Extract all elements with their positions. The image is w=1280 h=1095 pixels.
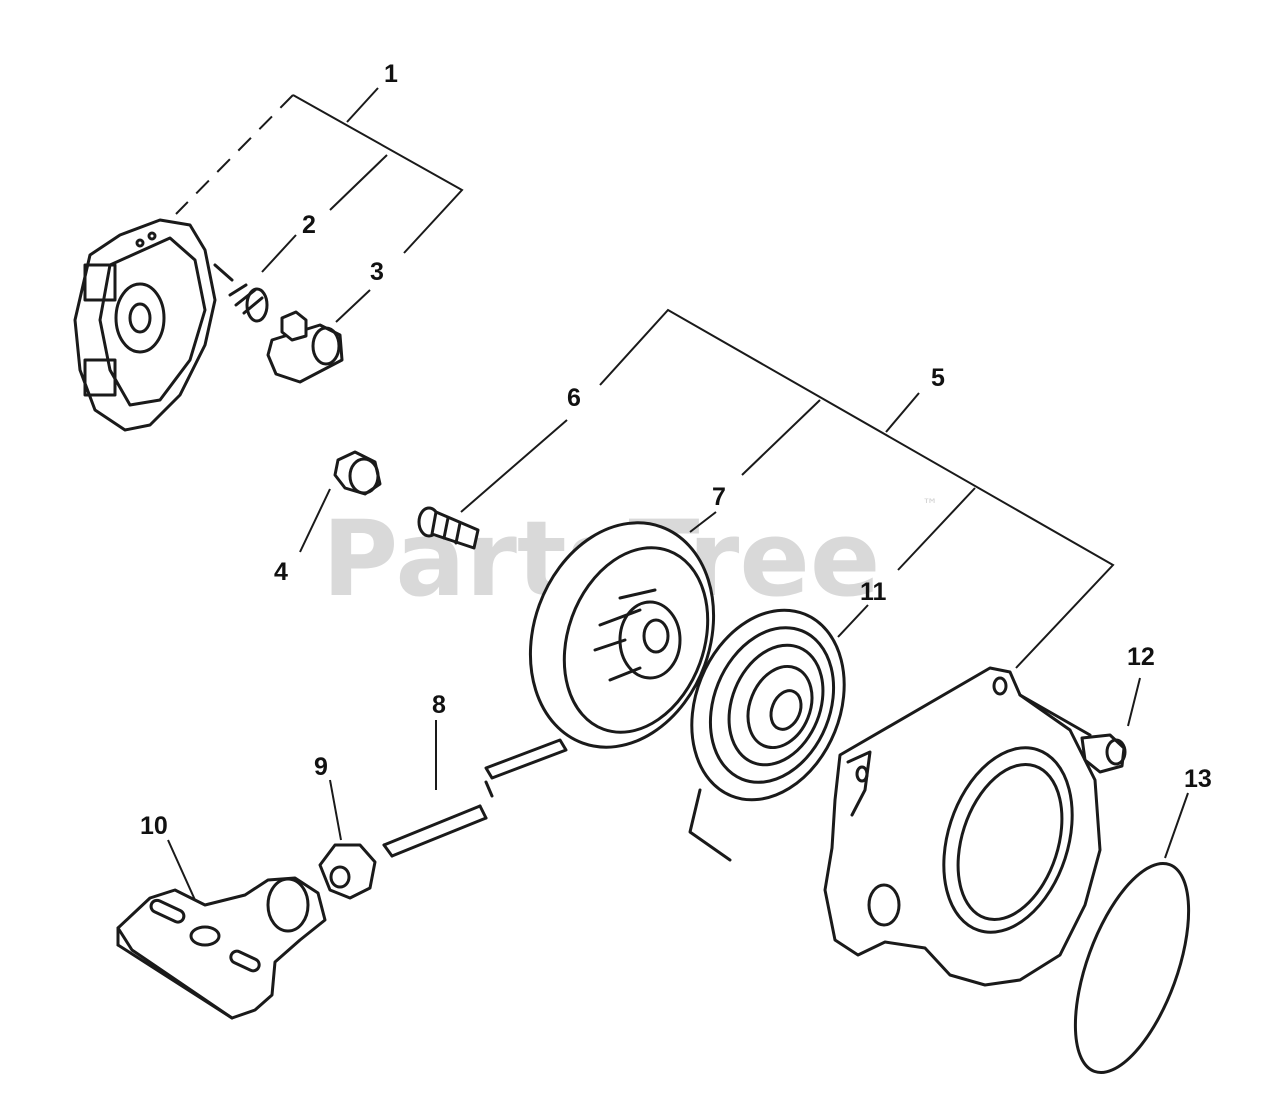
part-grommet: [318, 843, 377, 900]
watermark-trademark: ™: [922, 495, 938, 514]
callout-7: 7: [712, 483, 726, 511]
part-starter-rope: [382, 738, 568, 858]
callout-5: 5: [931, 364, 945, 392]
part-recoil-spring: [688, 608, 846, 862]
part-gasket: [1073, 861, 1191, 1075]
callout-4: 4: [274, 558, 288, 586]
callout-10: 10: [140, 812, 168, 840]
part-starter-handle: [116, 876, 327, 1020]
callout-12: 12: [1127, 643, 1155, 671]
part-pulley-housing: [73, 218, 217, 432]
callout-13: 13: [1184, 765, 1212, 793]
part-rope-reel: [528, 521, 716, 749]
callout-9: 9: [314, 753, 328, 781]
part-starter-case: [823, 666, 1102, 987]
callout-2: 2: [302, 211, 316, 239]
callout-3: 3: [370, 258, 384, 286]
callout-labels: 1 2 3 4 5 6 7 8 9 10 11 12 13: [140, 60, 1212, 840]
leader-group-1: [175, 87, 464, 323]
part-pawl: [266, 310, 344, 384]
leader-group-5: [167, 308, 1189, 901]
part-bushing: [333, 450, 382, 496]
part-spring: [213, 263, 269, 323]
part-bolt: [1080, 733, 1127, 774]
callout-8: 8: [432, 691, 446, 719]
part-screw: [417, 506, 480, 550]
callout-6: 6: [567, 384, 581, 412]
callout-11: 11: [860, 578, 887, 606]
callout-1: 1: [384, 60, 398, 88]
